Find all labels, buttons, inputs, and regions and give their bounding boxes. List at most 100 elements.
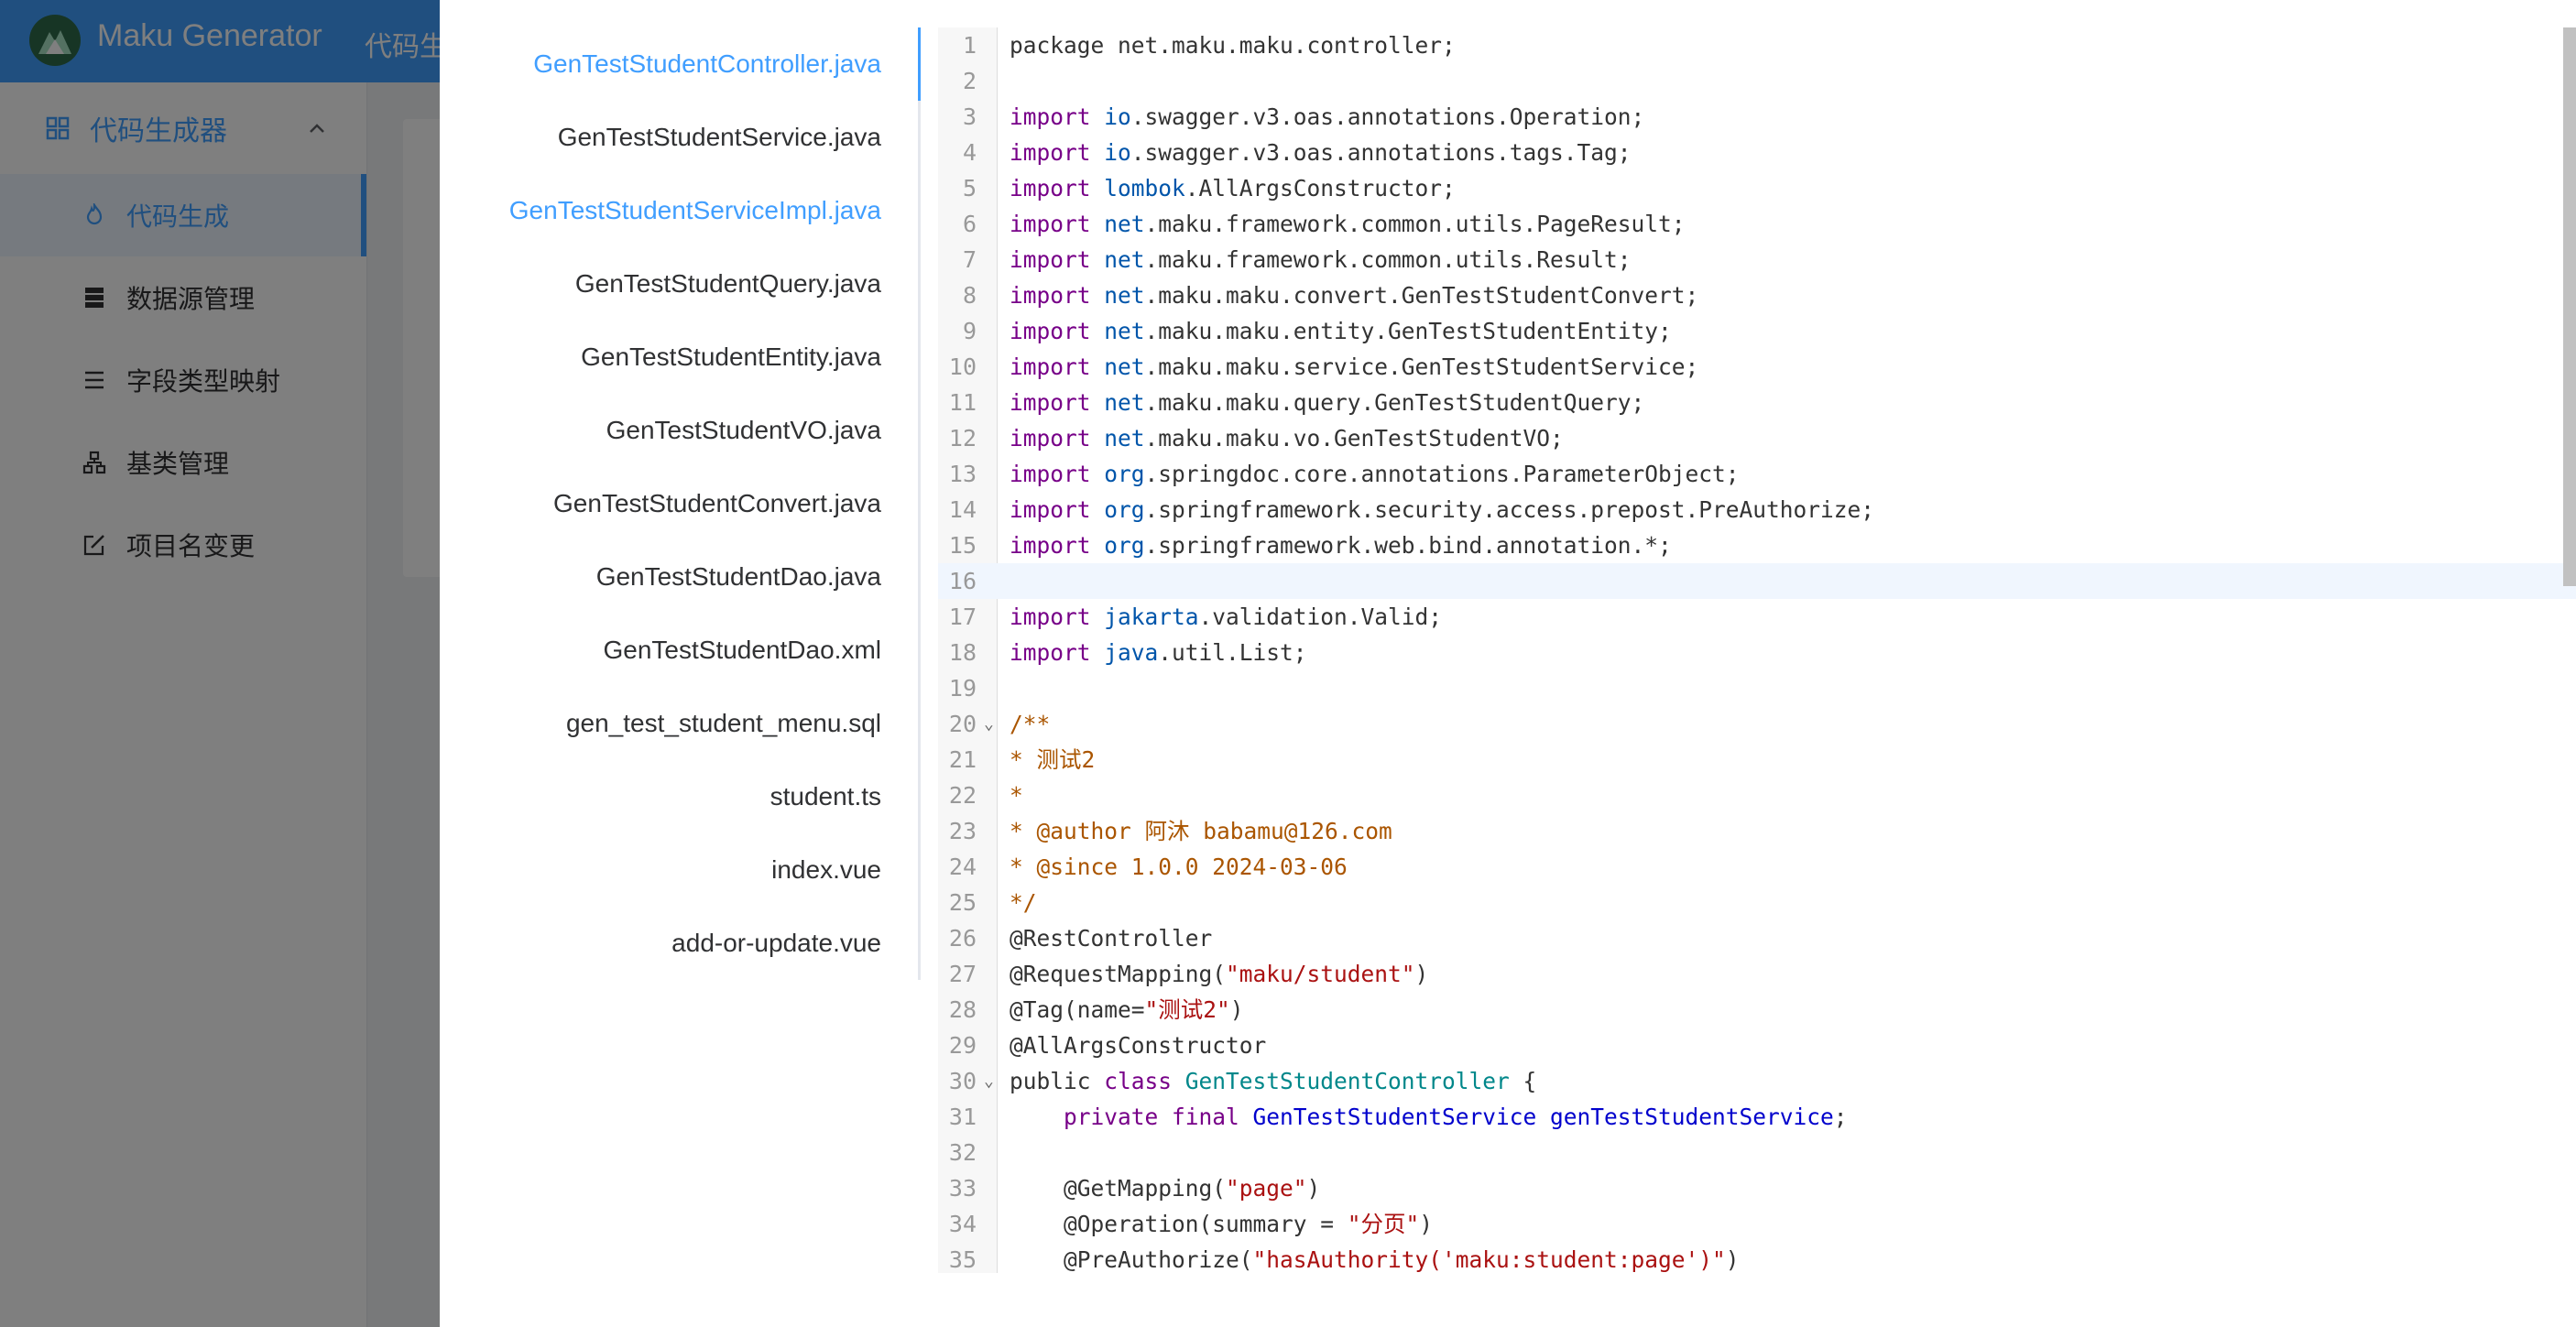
code-text: * @author 阿沐 babamu@126.com — [1010, 813, 1392, 849]
code-token: import — [1010, 532, 1105, 559]
line-number: 11 — [948, 389, 977, 416]
code-text: import org.springdoc.core.annotations.Pa… — [1010, 456, 1740, 492]
file-tab[interactable]: GenTestStudentServiceImpl.java — [508, 196, 881, 224]
code-text: */ — [1010, 885, 1037, 920]
file-tab[interactable]: GenTestStudentDao.java — [595, 562, 881, 591]
code-token: ; — [1833, 1104, 1848, 1130]
code-token: "page" — [1226, 1175, 1307, 1202]
code-token: ) — [1229, 996, 1244, 1023]
code-token: import — [1010, 175, 1105, 201]
code-token: org — [1104, 532, 1145, 559]
code-token: ) — [1414, 961, 1429, 987]
code-text: @AllArgsConstructor — [1010, 1028, 1266, 1063]
code-token: @AllArgsConstructor — [1010, 1032, 1267, 1059]
code-token: /** — [1010, 711, 1051, 737]
code-text: package net.maku.maku.controller; — [1010, 27, 1456, 63]
code-line: 35 @PreAuthorize("hasAuthority('maku:stu… — [938, 1242, 2576, 1273]
code-text: * 测试2 — [1010, 742, 1095, 778]
line-number: 22 — [948, 782, 977, 809]
code-token: private final — [1010, 1104, 1253, 1130]
code-token: import — [1010, 103, 1105, 130]
code-token: .springframework.web.bind.annotation.*; — [1144, 532, 1672, 559]
code-text: import net.maku.framework.common.utils.R… — [1010, 242, 1632, 277]
code-token: @RequestMapping( — [1010, 961, 1227, 987]
code-text: public class GenTestStudentController { — [1010, 1063, 1536, 1099]
fold-chevron-icon[interactable]: ⌄ — [984, 1071, 994, 1091]
code-token: import — [1010, 246, 1105, 273]
code-token: net — [1104, 282, 1145, 309]
code-token: import — [1010, 354, 1105, 380]
code-token: * @author 阿沐 babamu@126.com — [1010, 818, 1392, 844]
line-number: 31 — [948, 1104, 977, 1130]
line-number: 6 — [962, 211, 977, 237]
file-tab[interactable]: student.ts — [770, 782, 881, 810]
line-number: 9 — [962, 318, 977, 344]
code-line: 23* @author 阿沐 babamu@126.com — [938, 813, 2576, 849]
code-token: * 测试2 — [1010, 746, 1096, 773]
code-token: "maku/student" — [1226, 961, 1415, 987]
line-number: 2 — [962, 68, 977, 94]
code-token: import — [1010, 425, 1105, 451]
file-tab[interactable]: add-or-update.vue — [671, 929, 881, 957]
code-line: 25 */ — [938, 885, 2576, 920]
file-tab[interactable]: GenTestStudentQuery.java — [574, 269, 881, 298]
fold-chevron-icon[interactable]: ⌄ — [984, 714, 994, 734]
line-number: 25 — [948, 889, 977, 916]
file-tab[interactable]: index.vue — [771, 855, 881, 884]
file-tab[interactable]: GenTestStudentService.java — [557, 123, 881, 151]
code-text: /** — [1010, 706, 1050, 742]
code-line: 22 * — [938, 778, 2576, 813]
file-tab[interactable]: GenTestStudentEntity.java — [581, 343, 881, 371]
line-number: 7 — [962, 246, 977, 273]
code-token: .springframework.security.access.prepost… — [1144, 496, 1875, 523]
code-token: genTestStudentService — [1550, 1104, 1834, 1130]
line-number-gutter — [938, 27, 998, 1273]
code-token: import — [1010, 211, 1105, 237]
code-text: import io.swagger.v3.oas.annotations.tag… — [1010, 135, 1632, 170]
file-tab[interactable]: GenTestStudentConvert.java — [553, 489, 881, 517]
code-token: ) — [1725, 1246, 1740, 1273]
code-token: .springdoc.core.annotations.ParameterObj… — [1144, 461, 1740, 487]
code-line: 28@Tag(name="测试2") — [938, 992, 2576, 1028]
code-token: net — [1104, 425, 1145, 451]
file-tab[interactable]: GenTestStudentController.java — [440, 27, 921, 101]
code-token: import — [1010, 389, 1105, 416]
code-token: package net.maku.maku.controller; — [1010, 32, 1456, 59]
code-token: .maku.maku.query.GenTestStudentQuery; — [1144, 389, 1645, 416]
code-text: private final GenTestStudentService genT… — [1010, 1099, 1848, 1135]
code-token: net — [1104, 211, 1145, 237]
code-token: .util.List; — [1158, 639, 1307, 666]
code-token: net — [1104, 354, 1145, 380]
code-text: @GetMapping("page") — [1010, 1170, 1320, 1206]
code-line: 31 private final GenTestStudentService g… — [938, 1099, 2576, 1135]
code-text: @Operation(summary = "分页") — [1010, 1206, 1433, 1242]
editor-scrollbar[interactable] — [2563, 27, 2576, 586]
code-line: 30⌄public class GenTestStudentController… — [938, 1063, 2576, 1099]
line-number: 18 — [948, 639, 977, 666]
code-token: * — [1010, 782, 1023, 809]
code-token: ) — [1306, 1175, 1321, 1202]
line-number: 3 — [962, 103, 977, 130]
code-text: import net.maku.maku.convert.GenTestStud… — [1010, 277, 1698, 313]
code-text: import jakarta.validation.Valid; — [1010, 599, 1442, 635]
line-number: 26 — [948, 925, 977, 952]
file-tab[interactable]: GenTestStudentDao.xml — [603, 636, 882, 664]
code-token: net — [1104, 389, 1145, 416]
code-token: */ — [1010, 889, 1037, 916]
file-tab[interactable]: gen_test_student_menu.sql — [565, 709, 881, 737]
code-token: "测试2" — [1144, 996, 1230, 1023]
line-number: 20 — [948, 711, 977, 737]
code-line: 24* @since 1.0.0 2024-03-06 — [938, 849, 2576, 885]
file-tab[interactable]: GenTestStudentVO.java — [606, 416, 881, 444]
code-line: 2 — [938, 63, 2576, 99]
code-text: import io.swagger.v3.oas.annotations.Ope… — [1010, 99, 1644, 135]
code-text: import org.springframework.security.acce… — [1010, 492, 1874, 528]
